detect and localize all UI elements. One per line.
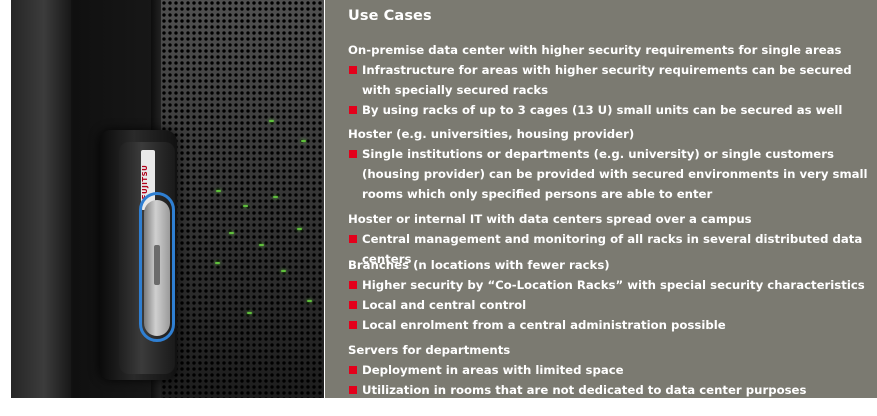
section-campus: Hoster or internal IT with data centers … [348,209,873,269]
section-heading: Branches (n locations with fewer racks) [348,258,610,272]
panel-title: Use Cases [348,8,432,24]
server-led-light [247,312,252,314]
section-heading: On-premise data center with higher secur… [348,43,842,57]
server-led-light [243,205,248,207]
rack-door-photo: FUJITSU [11,0,324,398]
red-square-bullet-icon [349,281,357,289]
red-square-bullet-icon [349,66,357,74]
bullet-item: Local and central control [348,295,873,315]
bullet-item: Utilization in rooms that are not dedica… [348,380,873,400]
red-square-bullet-icon [349,301,357,309]
section-departments: Servers for departments Deployment in ar… [348,340,873,400]
red-square-bullet-icon [349,106,357,114]
bullet-item: Single institutions or departments (e.g.… [348,144,873,204]
bullet-item: Higher security by “Co-Location Racks” w… [348,275,873,295]
server-led-light [307,300,312,302]
server-led-light [297,228,302,230]
door-frame [11,0,71,398]
use-cases-panel: Use Cases On-premise data center with hi… [325,0,877,398]
handle-slot [154,245,160,285]
section-heading: Hoster or internal IT with data centers … [348,212,752,226]
server-led-light [301,140,306,142]
section-on-premise: On-premise data center with higher secur… [348,40,873,120]
server-led-light [216,190,221,192]
red-square-bullet-icon [349,235,357,243]
bullet-item: Local enrolment from a central administr… [348,315,873,335]
server-led-light [273,196,278,198]
section-heading: Servers for departments [348,343,511,357]
server-led-light [281,270,286,272]
section-branches: Branches (n locations with fewer racks) … [348,255,873,335]
server-led-light [229,232,234,234]
perforated-mesh [161,0,324,398]
bullet-item: Central management and monitoring of all… [348,229,873,269]
red-square-bullet-icon [349,366,357,374]
bullet-item: Infrastructure for areas with higher sec… [348,60,873,100]
red-square-bullet-icon [349,321,357,329]
section-hoster: Hoster (e.g. universities, housing provi… [348,124,873,204]
red-square-bullet-icon [349,386,357,394]
bullet-item: By using racks of up to 3 cages (13 U) s… [348,100,873,120]
section-heading: Hoster (e.g. universities, housing provi… [348,127,635,141]
server-led-light [259,244,264,246]
bullet-item: Deployment in areas with limited space [348,360,873,380]
server-led-light [269,120,274,122]
handle-status-ring [139,192,175,342]
server-led-light [215,262,220,264]
red-square-bullet-icon [349,150,357,158]
